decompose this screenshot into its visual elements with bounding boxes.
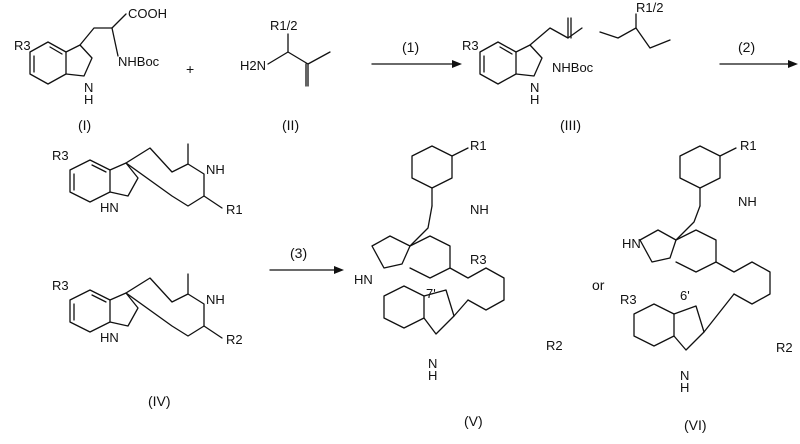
r3-atom: R3 [52, 148, 69, 163]
indole-h: H [530, 92, 539, 107]
compound-iv-top: R3 HN NH R1 [52, 143, 243, 217]
r2-atom: R2 [546, 338, 563, 353]
position-7prime: 7' [426, 286, 436, 301]
indole-n: N [84, 80, 93, 95]
label-iv: (IV) [148, 393, 171, 409]
position-6prime: 6' [680, 288, 690, 303]
indoline-h: H [680, 380, 689, 395]
r3-atom: R3 [14, 38, 31, 53]
r12-atom: R1/2 [636, 0, 663, 15]
indoline-n: N [428, 356, 437, 371]
label-ii: (II) [282, 117, 299, 133]
indoline-h: H [428, 368, 437, 383]
r1-atom: R1 [470, 138, 487, 153]
label-vi: (VI) [684, 417, 707, 433]
nhboc-group: NHBoc [552, 60, 594, 75]
h2n-group: H2N [240, 58, 266, 73]
indole-n: N [530, 80, 539, 95]
indoline-n: N [680, 368, 689, 383]
r1-atom: R1 [740, 138, 757, 153]
hn-atom: HN [100, 330, 119, 345]
nh-atom: NH [206, 162, 225, 177]
plus-sign: + [186, 61, 194, 77]
arrow-step-1: (1) [371, 39, 462, 68]
r3-atom: R3 [462, 38, 479, 53]
compound-i: R3 COOH NHBoc N H (I) [14, 6, 167, 133]
r3-atom: R3 [620, 292, 637, 307]
r3-atom: R3 [52, 278, 69, 293]
nh-atom: NH [738, 194, 757, 209]
r3-atom: R3 [470, 252, 487, 267]
nhboc-group: NHBoc [118, 54, 160, 69]
r12-atom: R1/2 [270, 18, 297, 33]
compound-iii: R3 R1/2 NHBoc N H (III) [462, 0, 671, 133]
arrow-step-3: (3) [269, 245, 344, 274]
or-text: or [592, 277, 605, 293]
r2-atom: R2 [776, 340, 793, 355]
hn-atom: HN [622, 236, 641, 251]
nh-atom: NH [206, 292, 225, 307]
indole-h: H [84, 92, 93, 107]
nh-atom: NH [470, 202, 489, 217]
step-3-label: (3) [290, 245, 307, 261]
label-i: (I) [78, 117, 91, 133]
r1-atom: R1 [226, 202, 243, 217]
step-2-label: (2) [738, 39, 755, 55]
compound-iv-bottom: R3 HN NH R2 (IV) [52, 273, 243, 409]
compound-v: R1 HN NH R3 7' R2 N H (V) [354, 138, 563, 429]
r2-atom: R2 [226, 332, 243, 347]
hn-atom: HN [100, 200, 119, 215]
hn-atom: HN [354, 272, 373, 287]
compound-ii: R1/2 H2N (II) [240, 18, 331, 133]
compound-vi: R1 HN NH R3 6' R2 N H (VI) [620, 138, 793, 433]
step-1-label: (1) [402, 39, 419, 55]
label-v: (V) [464, 413, 483, 429]
arrow-step-2: (2) [719, 39, 798, 68]
cooh-group: COOH [128, 6, 167, 21]
label-iii: (III) [560, 117, 581, 133]
